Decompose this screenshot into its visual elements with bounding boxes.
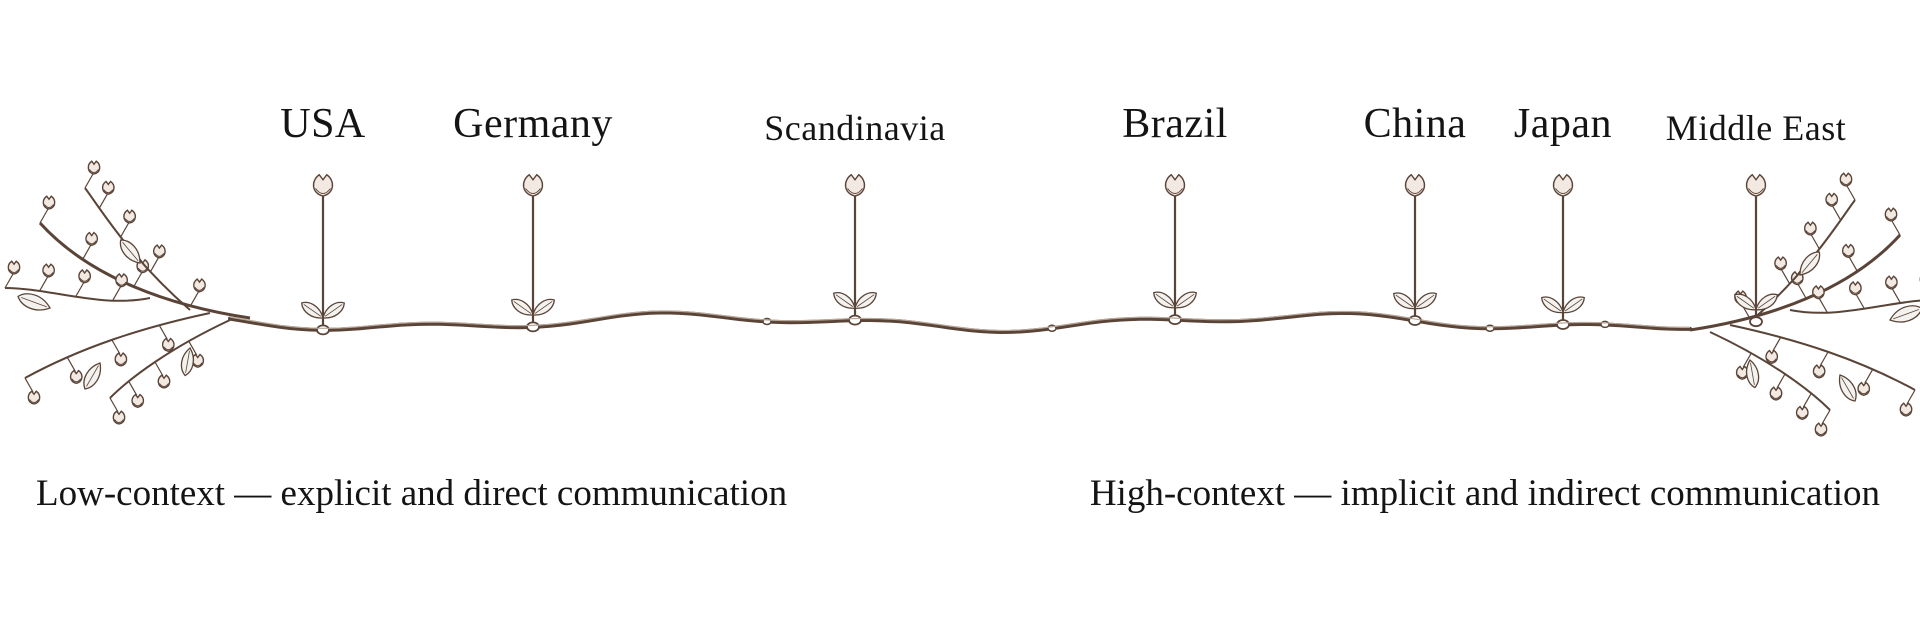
sprig-bud — [1825, 192, 1839, 207]
sprig-bud — [78, 269, 91, 284]
sprig-bud — [1812, 284, 1825, 300]
country-marker — [833, 173, 877, 326]
country-label: Japan — [1513, 101, 1613, 147]
sprig-bud — [1795, 405, 1809, 421]
sprig-bud — [1842, 243, 1855, 259]
marker-leaf — [1734, 293, 1757, 311]
sprig-bud — [1884, 207, 1898, 222]
sprig-bud — [1765, 349, 1779, 364]
marker-bud — [1164, 173, 1186, 197]
sprig-bud — [1804, 221, 1817, 236]
sprig-branch — [1709, 331, 1831, 411]
marker-bud — [1745, 173, 1767, 197]
country-markers — [301, 173, 1778, 336]
left-branch-sprig — [4, 160, 251, 425]
sprig-leaf — [1838, 374, 1857, 402]
marker-bud — [1404, 173, 1426, 197]
sprig-bud — [1885, 275, 1898, 290]
sprig-bud — [1839, 172, 1853, 187]
country-label: China — [1363, 101, 1467, 147]
marker-leaf — [1755, 293, 1778, 311]
sprig-bud — [1814, 422, 1828, 437]
sprig-leaf — [83, 362, 102, 390]
marker-leaf — [301, 301, 324, 319]
sprig-bud — [115, 272, 128, 288]
country-marker — [1734, 173, 1778, 328]
marker-leaf — [1174, 291, 1197, 309]
sprig-leaf — [119, 239, 141, 264]
sprig-bud — [153, 244, 166, 259]
marker-leaf — [322, 301, 345, 319]
marker-node — [1408, 315, 1422, 326]
sprig-bud — [1774, 256, 1787, 271]
sprig-bud — [1899, 402, 1913, 417]
low-context-label: Low-context — explicit and direct commun… — [36, 473, 788, 514]
sprig-bud — [1849, 281, 1862, 296]
country-marker — [1153, 173, 1197, 326]
marker-leaf — [511, 298, 534, 316]
marker-node — [526, 321, 540, 333]
sprig-bud — [42, 195, 56, 210]
country-label: USA — [280, 101, 366, 147]
sprig-bud — [27, 390, 41, 405]
marker-node — [316, 324, 330, 336]
country-marker — [1541, 173, 1585, 330]
sprig-bud — [85, 231, 98, 247]
country-marker — [301, 173, 345, 336]
sprig-bud — [101, 180, 115, 195]
sprig-bud — [161, 337, 175, 352]
marker-leaf — [1541, 296, 1564, 314]
marker-leaf — [854, 292, 877, 309]
sprig-bud — [1769, 386, 1783, 401]
marker-node — [1168, 314, 1182, 326]
country-label: Scandinavia — [764, 108, 946, 148]
marker-node — [1749, 316, 1763, 328]
sprig-leaf — [1889, 305, 1920, 323]
marker-node — [848, 314, 862, 326]
marker-leaf — [1153, 291, 1176, 309]
sprig-leaf — [180, 347, 195, 377]
country-label: Middle East — [1665, 108, 1847, 148]
main-vine-stem — [228, 310, 1692, 335]
marker-leaf — [1562, 296, 1585, 314]
sprig-leaf — [17, 293, 51, 311]
country-label: Germany — [453, 101, 613, 147]
sprig-bud — [42, 263, 55, 278]
sprig-leaf — [1799, 251, 1821, 276]
marker-bud — [522, 173, 544, 197]
sprig-bud — [114, 352, 128, 367]
sprig-bud — [131, 393, 145, 409]
right-branch-sprig — [1689, 172, 1920, 437]
sprig-bud — [87, 160, 101, 175]
marker-leaf — [532, 298, 555, 316]
sprig-branch — [84, 187, 191, 311]
marker-bud — [1552, 173, 1574, 197]
sprig-bud — [112, 410, 126, 425]
marker-bud — [844, 173, 866, 197]
country-marker — [1393, 173, 1437, 326]
sprig-bud — [7, 260, 21, 275]
marker-leaf — [1414, 292, 1437, 310]
marker-leaf — [833, 292, 856, 309]
marker-bud — [312, 173, 334, 197]
sprig-bud — [193, 278, 206, 293]
sprig-branch — [109, 319, 231, 399]
marker-leaf — [1393, 292, 1416, 310]
sprig-bud — [69, 369, 83, 385]
high-context-label: High-context — implicit and indirect com… — [1089, 473, 1880, 514]
country-marker — [511, 173, 555, 333]
sprig-leaf — [1745, 359, 1760, 389]
sprig-bud — [123, 209, 136, 224]
marker-node — [1556, 319, 1570, 330]
sprig-bud — [1812, 364, 1826, 379]
sprig-bud — [1857, 381, 1871, 397]
sprig-bud — [157, 374, 171, 389]
country-label: Brazil — [1122, 101, 1228, 147]
